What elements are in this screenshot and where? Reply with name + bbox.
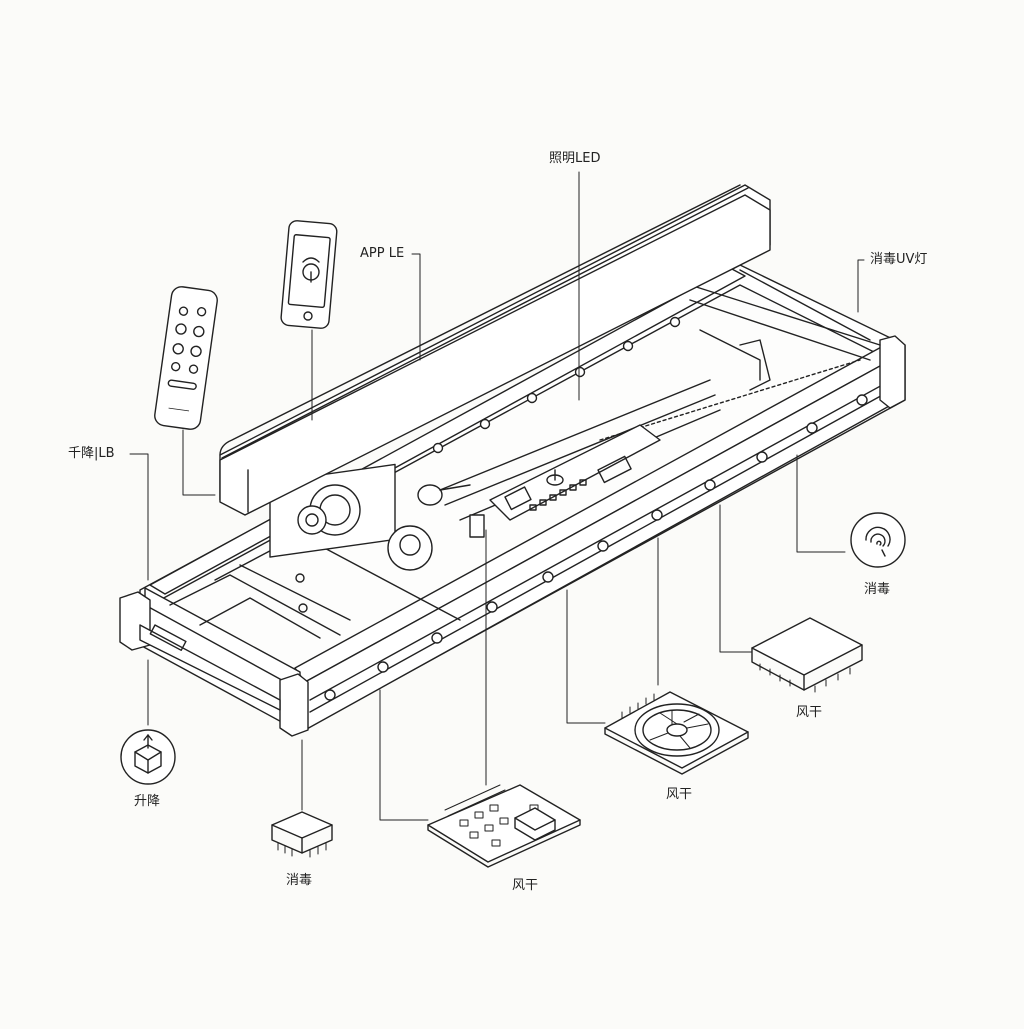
cross-bar — [689, 284, 881, 346]
label-lift-bottom: 升降 — [134, 794, 161, 809]
right-end-cap — [879, 335, 906, 409]
lid-edge — [221, 187, 749, 459]
bracket — [699, 329, 761, 381]
lid-bevel — [219, 184, 741, 456]
uv-chip-component — [271, 811, 333, 858]
fingerprint-icon — [850, 512, 906, 568]
panel-screen — [597, 455, 632, 484]
label-disinfect-right: 消毒 — [864, 582, 891, 597]
uv-tube — [439, 379, 711, 491]
rail-groove-line — [309, 377, 896, 701]
base-switch — [149, 624, 187, 651]
spring-coupler — [417, 484, 443, 506]
valve — [469, 514, 485, 538]
label-app-le: APP LE — [360, 246, 405, 261]
label-disinfect-bottom: 消毒 — [286, 873, 313, 888]
drive-motor — [387, 525, 433, 571]
panel-display — [504, 486, 532, 511]
label-lighting-led: 照明LED — [549, 151, 601, 166]
label-dry-right: 风干 — [796, 705, 823, 720]
remote-control-icon — [154, 286, 218, 430]
coupler-shaft — [439, 484, 471, 491]
bracket-2 — [739, 339, 771, 391]
linkage-rod — [239, 564, 351, 621]
pulley-small — [297, 505, 327, 535]
linkage-pin-2 — [298, 603, 308, 613]
cross-bar-2 — [689, 299, 871, 361]
cross-bar-3 — [739, 269, 871, 341]
fan-icon — [604, 691, 749, 775]
label-uv-lamp: 消毒UV灯 — [870, 252, 928, 267]
compartment-wall-2 — [199, 597, 321, 639]
dryer-heater-module — [751, 617, 863, 693]
mechanism — [239, 359, 861, 621]
label-lift-lb: 千降|LB — [68, 446, 115, 461]
leader-lines — [129, 171, 865, 821]
led-lid — [219, 184, 771, 516]
drive-motor-core — [399, 534, 421, 556]
label-dry-board: 风干 — [512, 878, 539, 893]
smartphone-icon — [280, 220, 338, 329]
lift-box-icon — [120, 729, 176, 785]
label-dry-fan: 风干 — [666, 787, 693, 802]
pulley-axle — [305, 513, 319, 527]
front-left-end-cap — [279, 673, 309, 737]
dryer-circuit-board — [427, 784, 581, 868]
panel-buttons — [529, 479, 587, 511]
uv-tube-2 — [444, 394, 716, 506]
lid-front — [219, 194, 771, 516]
compartment-wall — [169, 574, 341, 636]
linkage-pin — [295, 573, 305, 583]
control-panel — [489, 424, 661, 521]
